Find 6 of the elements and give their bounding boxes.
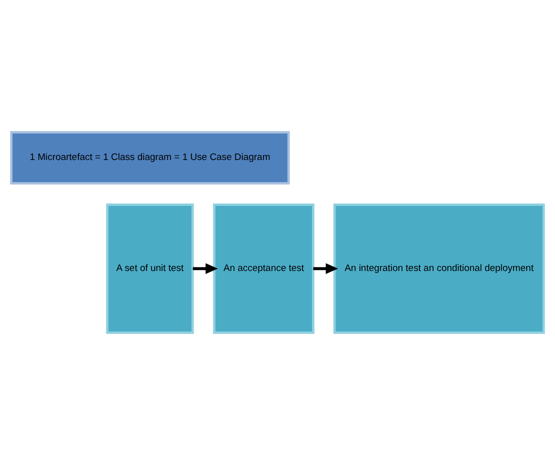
arrow (313, 263, 338, 274)
arrow (192, 263, 218, 274)
node-box: An acceptance test (213, 203, 314, 334)
node-box: 1 Microartefact = 1 Class diagram = 1 Use Case Diagram (10, 131, 290, 184)
node-box: A set of unit test (106, 203, 194, 334)
node-box: An integration test an conditional deployment (333, 203, 545, 334)
